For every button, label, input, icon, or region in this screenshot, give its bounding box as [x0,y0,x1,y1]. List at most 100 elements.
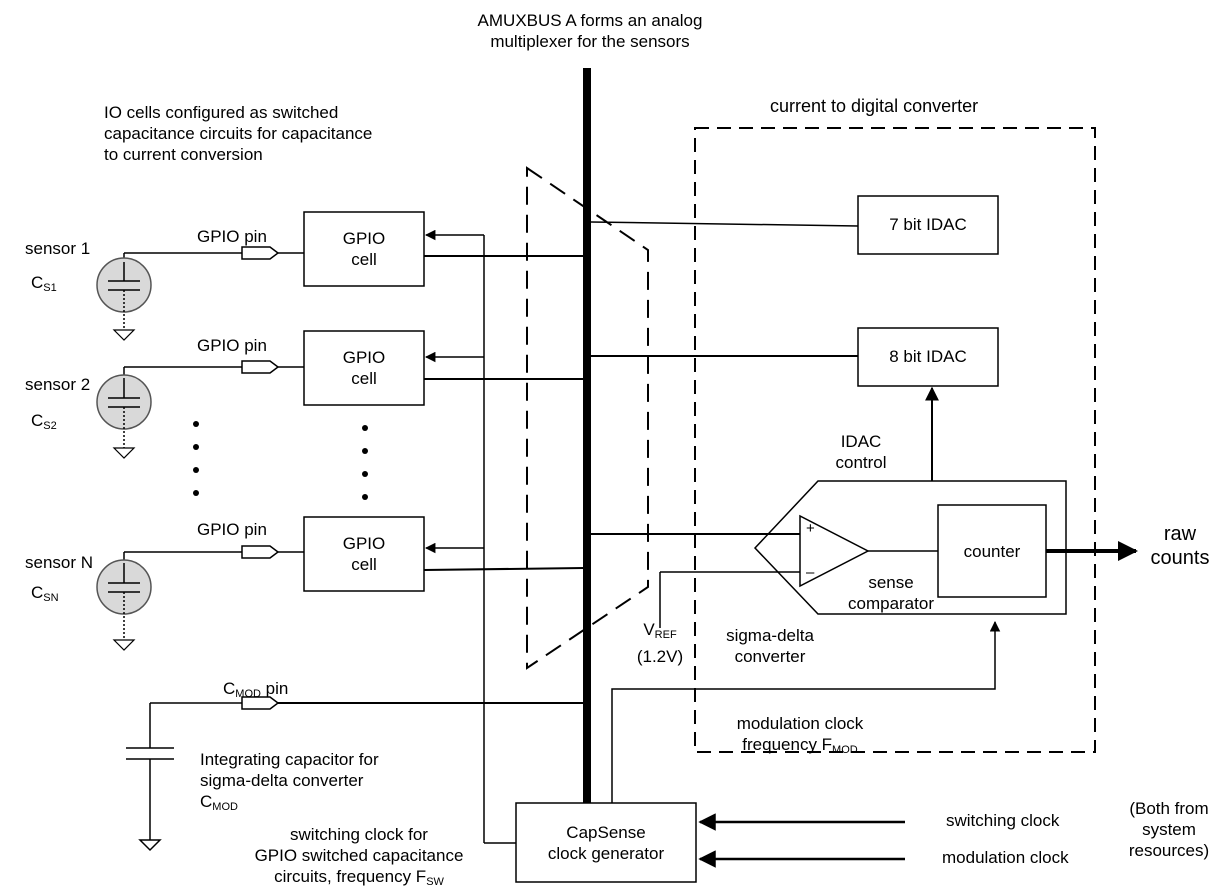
gpio-pin-2-label: GPIO pin [197,336,267,355]
counter-label: counter [963,542,1021,561]
raw-counts-line2: counts [1150,547,1210,569]
modulation-clock-frequency-label: modulation clock frequency FMOD [705,713,895,761]
vref-value: (1.2V) [636,647,684,666]
idac8-box [857,327,999,387]
sense-line1: sense [868,573,914,592]
io-cells-note: IO cells configured as switched capacita… [104,102,372,165]
integrating-line1: Integrating capacitor for [200,750,379,769]
sensor-n-cap-label: CSN [31,582,59,609]
switch-note-line3-main: circuits, frequency F [274,867,427,886]
comparator-minus-sign: – [806,564,815,581]
vref-wire [659,571,800,628]
cell-to-bus-wires [423,255,585,571]
integrating-capacitor-note: Integrating capacitor for sigma-delta co… [200,749,379,818]
capsense-clock-generator-box [515,802,697,883]
idac-control-line1: IDAC [840,432,882,451]
sigma-delta-line2: converter [734,647,806,666]
current-to-digital-converter-box [694,127,1096,753]
switching-clock-input-label: switching clock [946,811,1060,830]
both-from-system-note: (Both from system resources) [1116,798,1222,861]
bus-to-idac7 [590,221,859,227]
vref-main: V [643,620,655,639]
gpio-cell-1-box [303,211,425,287]
sigma-delta-label: sigma-delta converter [710,625,830,667]
cell-line2: cell [351,555,377,574]
sensor-2-label: sensor 2 [25,375,91,394]
sensor-2-capacitor [96,366,242,459]
amuxbus-title-line2: multiplexer for the sensors [490,32,690,51]
comparator-plus-sign: + [806,520,815,537]
switch-note-line1: switching clock for [290,825,428,844]
switch-note-line2: GPIO switched capacitance [254,846,464,865]
io-note-line3: to current conversion [104,145,263,164]
mod-clock-line2-sub: MOD [832,744,858,756]
modulation-clock-input-label: modulation clock [942,848,1069,867]
idac-control-label: IDAC control [826,431,896,473]
mod-clock-line1: modulation clock [736,714,864,733]
comparator-triangle [799,514,870,588]
cap-sub: S1 [43,282,57,294]
sense-comparator-label: sense comparator [836,572,946,614]
cap-main: C [31,411,44,430]
modulation-clock-wire [611,620,1001,823]
idac7-box [857,195,999,255]
switch-note-line3-sub: SW [426,876,444,888]
cap-sub: S2 [43,420,57,432]
both-from-line1: (Both from [1129,799,1209,818]
cell-line1: GPIO [342,534,386,553]
mod-clock-line2: frequency FMOD [705,734,895,761]
amuxbus-title-line1: AMUXBUS A forms an analog [477,11,703,30]
switching-clock-note: switching clock for GPIO switched capaci… [228,824,490,893]
capsense-line1: CapSense [566,823,646,842]
cell-line1: GPIO [342,348,386,367]
cmod-capacitor [126,702,242,852]
cell-line1: GPIO [342,229,386,248]
sigma-delta-line1: sigma-delta [726,626,814,645]
integrating-line2: sigma-delta converter [200,771,364,790]
vref-sub: REF [654,629,677,641]
mod-clock-line2-main: frequency F [742,735,833,754]
cell-line2: cell [351,250,377,269]
gpio-cell-1-label: GPIO cell [304,228,424,270]
sensor-1-capacitor [96,252,242,341]
sigma-delta-outline [753,480,1067,615]
gpio-cell-2-label: GPIO cell [304,347,424,389]
cmod-pin-main: C [223,679,236,698]
switch-note-line3: circuits, frequency FSW [228,866,490,893]
vref-label: VREF (1.2V) [620,619,700,667]
io-note-line1: IO cells configured as switched [104,103,339,122]
idac8-label: 8 bit IDAC [889,347,967,366]
gpio-pin-symbols [241,246,280,710]
gpio-cell-n-label: GPIO cell [304,533,424,575]
cdc-title: current to digital converter [770,96,979,116]
gpio-cell-n-box [303,516,425,592]
integrating-line3-main: C [200,792,213,811]
vref-symbol: VREF [620,619,700,646]
cap-main: C [31,583,44,602]
counter-box [937,504,1047,598]
sensor-2-cap-label: CS2 [31,410,57,437]
gpio-pin-n-label: GPIO pin [197,520,267,539]
cmod-pin-sub: MOD [235,688,261,700]
sensor-ellipsis-dots [193,421,368,500]
cmod-pin-suffix: pin [260,679,289,698]
idac7-label: 7 bit IDAC [889,215,967,234]
both-from-line3: resources) [1128,841,1210,860]
cmod-pin-label: CMOD pin [223,678,288,705]
sensor-n-label: sensor N [25,553,94,572]
pin-to-cell-wires [278,252,304,553]
raw-counts-line1: raw [1163,523,1197,545]
integrating-line3: CMOD [200,791,379,818]
amuxbus-title: AMUXBUS A forms an analog multiplexer fo… [440,10,740,52]
io-note-line2: capacitance circuits for capacitance [104,124,373,143]
switching-clock-wires [424,229,516,844]
cap-sub: SN [43,592,59,604]
capsense-line2: clock generator [547,844,665,863]
gpio-cell-2-box [303,330,425,406]
sensor-1-label: sensor 1 [25,239,91,258]
sensor-n-capacitor [96,551,242,651]
cell-line2: cell [351,369,377,388]
capsense-clock-generator-label: CapSense clock generator [516,822,696,864]
idac-control-line2: control [835,453,887,472]
